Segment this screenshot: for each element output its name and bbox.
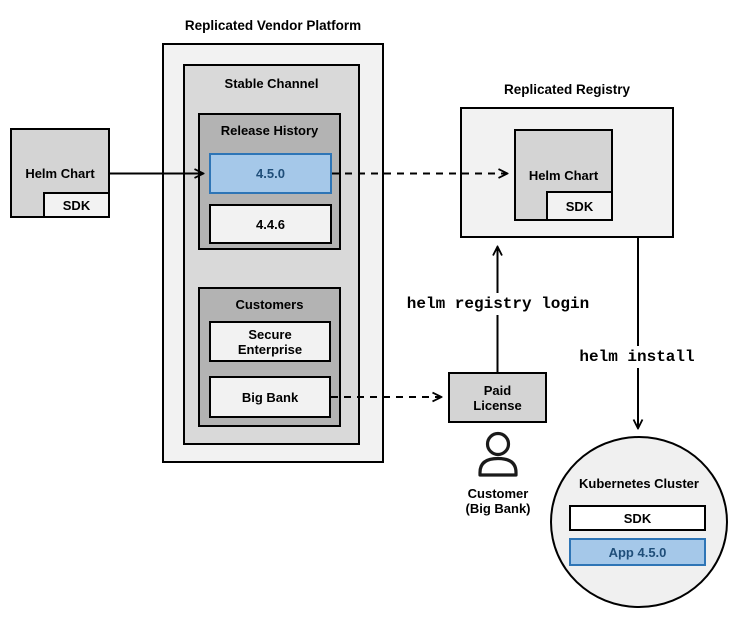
customer-secure-enterprise-box: Secure Enterprise: [209, 321, 331, 362]
helm-install-command: helm install: [574, 346, 700, 368]
customer-secure-enterprise-label: Secure Enterprise: [237, 326, 303, 357]
release-4-4-6-box: 4.4.6: [209, 204, 332, 244]
cluster-app-label: App 4.5.0: [608, 544, 667, 560]
release-history-label: Release History: [220, 123, 319, 138]
registry-sdk-label: SDK: [565, 198, 594, 214]
cluster-sdk-box: SDK: [569, 505, 706, 531]
registry-sdk-box: SDK: [546, 191, 613, 221]
stable-channel-label: Stable Channel: [224, 76, 319, 91]
customers-label: Customers: [235, 297, 304, 312]
release-4-4-6-label: 4.4.6: [256, 216, 285, 232]
customer-caption-line1: Customer: [467, 486, 529, 501]
release-4-5-0-label: 4.5.0: [256, 166, 285, 181]
registry-title: Replicated Registry: [503, 82, 631, 97]
registry-helm-chart-label: Helm Chart: [528, 167, 599, 183]
customer-caption-line2: (Big Bank): [465, 501, 531, 516]
cluster-sdk-label: SDK: [623, 510, 652, 526]
customer-big-bank-box: Big Bank: [209, 376, 331, 418]
vendor-sdk-label: SDK: [62, 197, 91, 213]
customer-big-bank-label: Big Bank: [241, 389, 299, 405]
vendor-helm-chart-label: Helm Chart: [25, 165, 95, 181]
customer-caption: Customer (Big Bank): [447, 486, 549, 516]
helm-registry-login-command: helm registry login: [401, 293, 595, 315]
platform-title: Replicated Vendor Platform: [184, 18, 362, 33]
release-4-5-0-box: 4.5.0: [209, 153, 332, 194]
kubernetes-cluster-label: Kubernetes Cluster: [579, 476, 699, 491]
paid-license-label: Paid License: [473, 382, 522, 413]
vendor-sdk-box: SDK: [43, 192, 110, 218]
paid-license-box: Paid License: [448, 372, 547, 423]
person-icon: [476, 429, 520, 478]
cluster-app-box: App 4.5.0: [569, 538, 706, 566]
